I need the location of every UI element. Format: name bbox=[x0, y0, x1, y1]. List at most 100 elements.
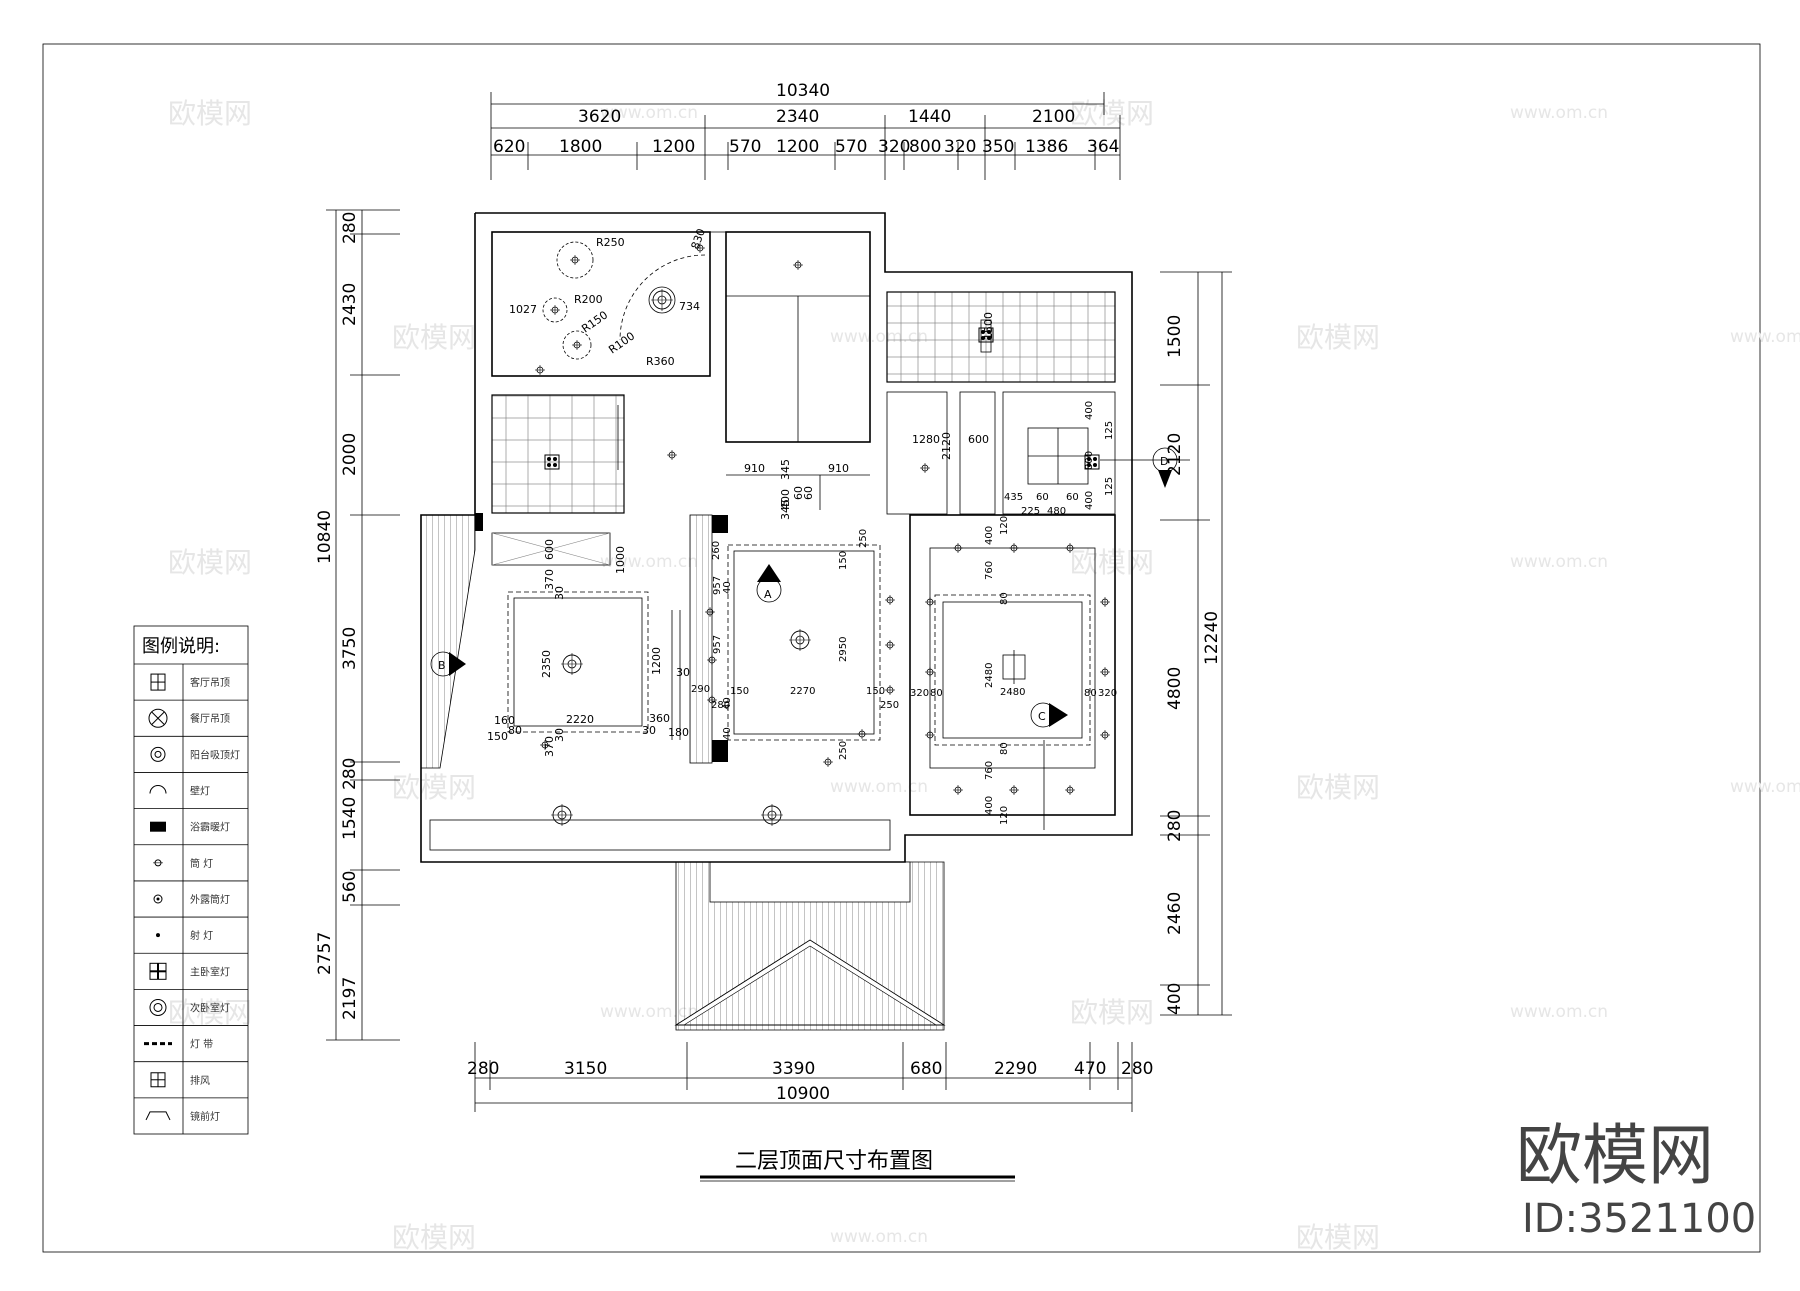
dim-hall: 345 bbox=[779, 499, 792, 520]
dim-bedroom-b: 150 bbox=[487, 730, 508, 743]
dim-bottom-fine: 3150 bbox=[564, 1059, 607, 1079]
watermark-url: www.om.cn bbox=[600, 103, 698, 123]
dim-top-fine: 1200 bbox=[776, 137, 819, 157]
dim-bedroom-b: 2350 bbox=[540, 650, 553, 678]
dim-bedroom-a: 280 bbox=[711, 700, 730, 711]
dim-bedroom-a: 2270 bbox=[790, 686, 815, 697]
dim-living: 120 bbox=[999, 806, 1010, 825]
watermark-url: www.om.cn bbox=[1510, 552, 1608, 572]
watermark-text: 欧模网 bbox=[1070, 97, 1154, 130]
dim-right-total: 12240 bbox=[1202, 611, 1222, 665]
dim-pantry: 60 bbox=[1066, 492, 1079, 503]
watermark-text: 欧模网 bbox=[168, 546, 252, 579]
dim-bedroom-b: 80 bbox=[508, 724, 522, 737]
dim-bedroom-b: 1000 bbox=[614, 546, 627, 574]
dim-bottom-fine: 280 bbox=[1121, 1059, 1153, 1079]
legend-item-label: 壁灯 bbox=[190, 785, 210, 798]
left-dimensions: 280 2430 2000 3750 280 1540 560 2197 108… bbox=[315, 209, 400, 1041]
dim-pantry: 400 bbox=[1084, 491, 1095, 510]
dim-left-fine: 2000 bbox=[340, 433, 360, 476]
dim-living: 320 bbox=[910, 688, 929, 699]
sheet-border bbox=[42, 43, 1761, 1253]
kitchen: 1500 1280 2120 600 bbox=[886, 291, 1116, 515]
balcony bbox=[429, 819, 891, 851]
dim-hall: 400 bbox=[779, 489, 792, 510]
living-room: 400 120 760 80 2480 2480 320 80 80 320 8… bbox=[909, 514, 1117, 830]
dim-pantry: 800 bbox=[1084, 451, 1095, 470]
ceiling-lamp-icon bbox=[150, 746, 166, 762]
section-marker-a: A bbox=[756, 564, 782, 603]
dim-top-fine: 364 bbox=[1087, 137, 1119, 157]
dim-top-fine: 570 bbox=[835, 137, 867, 157]
watermark-text: 欧模网 bbox=[1070, 546, 1154, 579]
dim-kitchen: 1280 bbox=[912, 433, 940, 446]
legend-item-label: 浴霸暖灯 bbox=[190, 821, 230, 834]
watermark-url: www.om.cn bbox=[830, 1227, 928, 1247]
dim-right-fine: 2120 bbox=[1165, 433, 1185, 476]
dim-top-fine: 570 bbox=[729, 137, 761, 157]
section-label: B bbox=[438, 659, 446, 672]
legend-item-label: 次卧室灯 bbox=[190, 1001, 230, 1014]
dim-top-fine: 320 bbox=[944, 137, 976, 157]
dim-bedroom-a: 957 bbox=[712, 635, 723, 654]
watermark-url: www.om.cn bbox=[1510, 1002, 1608, 1022]
watermark-text: 欧模网 bbox=[392, 321, 476, 354]
dim-bedroom-a: 250 bbox=[858, 529, 869, 548]
legend-item-label: 射 灯 bbox=[190, 930, 213, 942]
dim-top-mid: 3620 bbox=[578, 107, 621, 127]
dining-area: 400 125 800 125 400 435 60 60 225 480 bbox=[1002, 391, 1116, 517]
dim-study: R150 bbox=[579, 308, 610, 335]
dim-hall: 60 bbox=[792, 486, 805, 500]
dim-top-fine: 800 bbox=[909, 137, 941, 157]
legend-item-label: 主卧室灯 bbox=[190, 965, 230, 978]
dim-living: 2480 bbox=[1000, 687, 1025, 698]
downlight-icon bbox=[153, 859, 163, 867]
dim-bedroom-b: 30 bbox=[676, 666, 690, 679]
dim-living: 760 bbox=[984, 561, 995, 580]
dim-bottom-fine: 3390 bbox=[772, 1059, 815, 1079]
dim-right-fine: 4800 bbox=[1165, 667, 1185, 710]
dim-pantry: 400 bbox=[1084, 401, 1095, 420]
drawing-caption: 二层顶面尺寸布置图 bbox=[735, 1149, 933, 1174]
dim-bedroom-a: 150 bbox=[866, 686, 885, 697]
roof-gable-hatch bbox=[682, 945, 938, 1026]
dim-top-fine: 1386 bbox=[1025, 137, 1068, 157]
dim-top-fine: 1800 bbox=[559, 137, 602, 157]
bath-heater-icon bbox=[150, 821, 166, 832]
study-room: R250 830 1027 R200 734 R150 R100 R360 bbox=[491, 227, 711, 377]
dim-bedroom-b: 30 bbox=[553, 728, 566, 742]
dim-bedroom-b: 2220 bbox=[566, 713, 594, 726]
watermark-text: 欧模网 bbox=[168, 97, 252, 130]
spotlight-icon bbox=[156, 933, 160, 938]
dim-left-fine: 560 bbox=[340, 871, 360, 903]
watermark-url: www.om.cn bbox=[600, 1002, 698, 1022]
dim-hall: 60 bbox=[802, 486, 815, 500]
section-label: D bbox=[1160, 455, 1168, 468]
dim-living: 400 bbox=[984, 796, 995, 815]
dim-bedroom-b: 370 bbox=[543, 569, 556, 590]
dim-top-mid: 1440 bbox=[908, 107, 951, 127]
dim-living: 320 bbox=[1098, 688, 1117, 699]
dim-bedroom-a: 40 bbox=[722, 727, 733, 740]
dim-bedroom-b: 30 bbox=[553, 586, 566, 600]
dim-left-fine: 2197 bbox=[340, 977, 360, 1020]
stair-hall: 910 345 400 345 910 60 60 bbox=[666, 231, 871, 520]
dim-bedroom-a: 150 bbox=[838, 551, 849, 570]
dim-pantry: 480 bbox=[1047, 506, 1066, 517]
dim-left-fine: 2430 bbox=[340, 283, 360, 326]
dim-left-fine: 280 bbox=[340, 212, 360, 244]
dim-bottom-fine: 680 bbox=[910, 1059, 942, 1079]
mirror-light-icon bbox=[145, 1111, 171, 1121]
legend-item-label: 镜前灯 bbox=[190, 1110, 220, 1123]
dim-left-fine: 3750 bbox=[340, 627, 360, 670]
dim-bedroom-a: 150 bbox=[730, 686, 749, 697]
section-marker-b: B bbox=[430, 651, 466, 677]
watermark-url: www.om.cn bbox=[600, 552, 698, 572]
dim-bedroom-a: 290 bbox=[691, 684, 710, 695]
watermark-text: 欧模网 bbox=[1296, 321, 1380, 354]
watermark-text: 欧模网 bbox=[168, 996, 252, 1029]
exterior-wall bbox=[420, 212, 1133, 863]
dim-left-fine: 280 bbox=[340, 758, 360, 790]
exhaust-fan-icon bbox=[150, 1072, 166, 1088]
